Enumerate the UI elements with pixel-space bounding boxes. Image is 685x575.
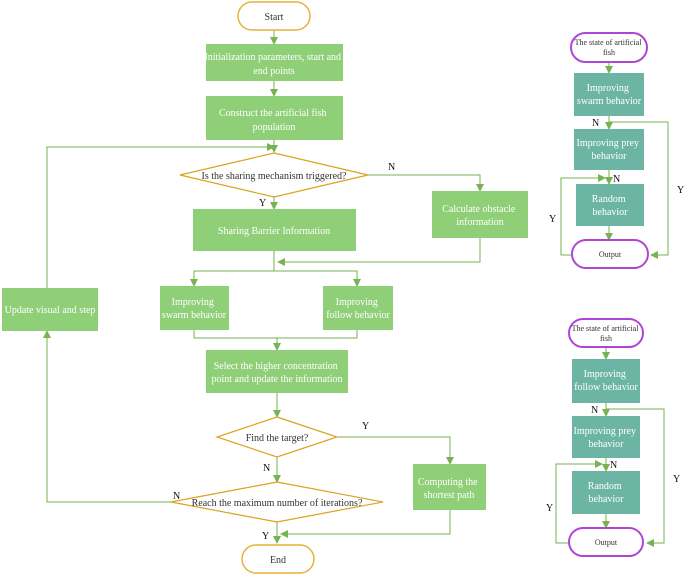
- top-prey-label: Improving prey behavior: [577, 138, 642, 162]
- bottom-yes-label-left: Y: [546, 503, 553, 514]
- bottom-no-label-2: N: [610, 460, 617, 471]
- top-behavior1-line1: Improving: [587, 83, 629, 94]
- top-behavior1-box: [574, 73, 644, 116]
- sharing-decision: [179, 152, 369, 198]
- top-random-box: [576, 184, 644, 226]
- top-behavior1-line2: swarm behavior: [577, 96, 642, 107]
- construct-label-line1: Construct the artificial fish: [219, 108, 326, 119]
- find-target-no-label: N: [263, 463, 270, 474]
- swarm-box: [160, 286, 229, 330]
- follow-label-line2: follow behavior: [326, 310, 390, 321]
- sharing-no-label: N: [388, 162, 395, 173]
- end-label: End: [270, 555, 286, 566]
- find-target-yes-label: Y: [362, 421, 369, 432]
- end-terminal: [241, 544, 315, 574]
- top-yes-label-right: Y: [677, 185, 684, 196]
- max-iter-label: Reach the maximum number of iterations?: [192, 498, 363, 509]
- top-behavior1-label: Improving swarm behavior: [577, 83, 642, 107]
- top-no-label-2: N: [613, 174, 620, 185]
- computing-label-line2: shortest path: [424, 490, 475, 501]
- max-iter-decision: [170, 481, 384, 523]
- bottom-output-label: Output: [595, 538, 618, 547]
- sub-flow-bottom: The state of artificial fish Improving f…: [546, 318, 680, 557]
- main-shapes: [2, 1, 528, 574]
- top-prey-box: [574, 129, 644, 170]
- bottom-random-box: [572, 471, 640, 514]
- bottom-state-line2: fish: [600, 334, 612, 343]
- select-label-line1: Select the higher concentration: [214, 361, 338, 372]
- update-box: [2, 288, 98, 331]
- max-iter-yes-label: Y: [262, 531, 269, 542]
- construct-label-line2: population: [253, 122, 296, 133]
- top-state-line2: fish: [603, 48, 615, 57]
- construct-box: [206, 96, 343, 140]
- bottom-random-line2: behavior: [589, 494, 625, 505]
- bottom-output-terminal: [568, 527, 644, 557]
- find-target-label: Find the target?: [246, 433, 309, 444]
- bottom-no-label-1: N: [591, 405, 598, 416]
- calc-obstacle-label: Calculate obstacle information: [442, 204, 518, 228]
- sharing-yes-label: Y: [259, 198, 266, 209]
- top-prey-line2: behavior: [592, 151, 628, 162]
- bottom-behavior1-line1: Improving: [584, 369, 626, 380]
- bottom-prey-line1: Improving prey: [574, 426, 637, 437]
- init-box: [206, 44, 343, 81]
- bottom-prey-line2: behavior: [589, 439, 625, 450]
- init-label-line1: Initialization parameters, start and: [204, 52, 341, 63]
- sub-flow-top: The state of artificial fish Improving s…: [549, 32, 684, 269]
- top-state-label: The state of artificial fish: [575, 38, 644, 57]
- bottom-yes-label-right: Y: [673, 474, 680, 485]
- swarm-label-line1: Improving: [172, 297, 214, 308]
- follow-label: Improving follow behavior: [326, 297, 390, 321]
- init-label-line2: end points: [253, 66, 294, 77]
- top-yes-label-left: Y: [549, 214, 556, 225]
- bottom-behavior1-box: [572, 359, 640, 403]
- sharing-barrier-box: [193, 209, 356, 251]
- follow-box: [323, 286, 393, 330]
- swarm-label-line2: swarm behavior: [162, 310, 227, 321]
- bottom-behavior1-label: Improving follow behavior: [574, 369, 638, 393]
- computing-box: [413, 464, 486, 510]
- sharing-barrier-label: Sharing Barrier Information: [218, 226, 330, 237]
- top-random-label: Random behavior: [592, 194, 628, 218]
- bottom-state-terminal: [568, 318, 644, 348]
- top-output-terminal: [571, 239, 649, 269]
- computing-label-line1: Computing the: [418, 477, 478, 488]
- start-terminal: [237, 1, 311, 31]
- top-random-line1: Random: [592, 194, 626, 205]
- bottom-prey-box: [572, 416, 640, 458]
- computing-label: Computing the shortest path: [418, 477, 480, 501]
- bottom-state-label: The state of artificial fish: [572, 324, 641, 343]
- bottom-random-label: Random behavior: [588, 481, 624, 505]
- start-label: Start: [265, 12, 284, 23]
- construct-label: Construct the artificial fish population: [219, 108, 329, 133]
- swarm-label: Improving swarm behavior: [162, 297, 227, 321]
- main-connectors: [43, 30, 484, 544]
- bottom-behavior1-line2: follow behavior: [574, 382, 638, 393]
- top-state-terminal: [570, 32, 648, 63]
- top-random-line2: behavior: [593, 207, 629, 218]
- top-prey-line1: Improving prey: [577, 138, 640, 149]
- bottom-prey-label: Improving prey behavior: [574, 426, 639, 450]
- select-label: Select the higher concentration point an…: [211, 361, 342, 385]
- top-output-label: Output: [599, 250, 622, 259]
- select-label-line2: point and update the information: [211, 374, 342, 385]
- max-iter-no-label: N: [173, 491, 180, 502]
- calc-obstacle-line2: information: [456, 217, 503, 228]
- select-box: [206, 350, 348, 393]
- calc-obstacle-line1: Calculate obstacle: [442, 204, 516, 215]
- bottom-state-line1: The state of artificial: [572, 324, 640, 333]
- find-target-decision: [215, 416, 339, 458]
- init-label: Initialization parameters, start and end…: [204, 52, 343, 77]
- top-state-line1: The state of artificial: [575, 38, 643, 47]
- top-no-label-1: N: [592, 118, 599, 129]
- follow-label-line1: Improving: [336, 297, 378, 308]
- calc-obstacle-box: [432, 191, 528, 238]
- sharing-question-label: Is the sharing mechanism triggered?: [202, 171, 348, 182]
- update-label: Update visual and step: [5, 305, 96, 316]
- bottom-random-line1: Random: [588, 481, 622, 492]
